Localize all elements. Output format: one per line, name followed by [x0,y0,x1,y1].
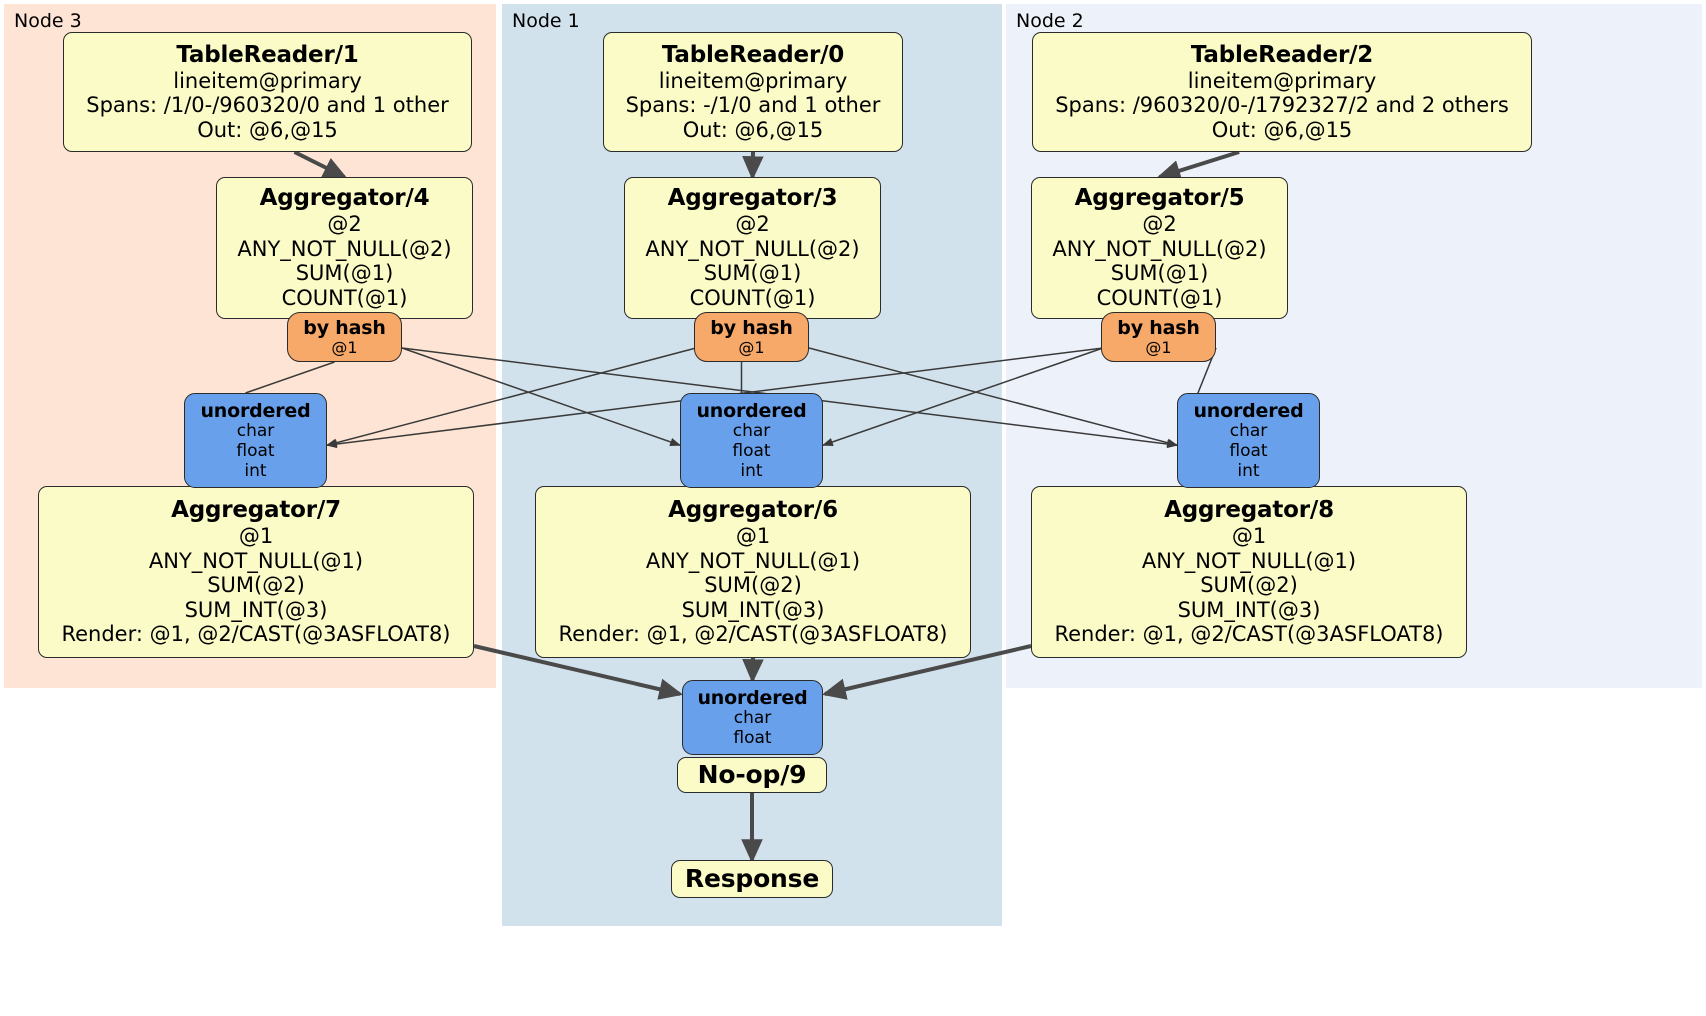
node-detail-line: ANY_NOT_NULL(@2) [645,236,860,261]
node-title: TableReader/0 [661,41,845,68]
node-title: unordered [696,399,807,422]
node-detail-line: char [1229,420,1268,441]
node-detail-line: ANY_NOT_NULL(@1) [148,548,364,573]
node-detail-line: Spans: /1/0-/960320/0 and 1 other [86,93,449,118]
node-detail-line: @2 [735,212,770,237]
node-detail-line: SUM(@2) [207,573,305,598]
node-detail-line: SUM_INT(@3) [1177,597,1321,622]
node-detail-line: @2 [1142,212,1177,237]
node-detail-line: Out: @6,@15 [1211,117,1353,142]
node-detail-line: ANY_NOT_NULL(@1) [1141,548,1357,573]
node-detail-line: @1 [735,524,771,549]
node-detail-line: Out: @6,@15 [682,117,824,142]
node-title: by hash [710,316,793,339]
node-title: Aggregator/3 [667,185,838,212]
node-detail-line: @1 [738,337,765,357]
node-title: No-op/9 [697,760,807,790]
node-detail-line: SUM(@1) [295,261,394,286]
node-detail-line: lineitem@primary [1187,68,1377,93]
node-detail-line: @1 [1231,524,1267,549]
node-title: unordered [1193,399,1304,422]
node-detail-line: SUM_INT(@3) [184,597,328,622]
node-detail-line: lineitem@primary [173,68,362,93]
node-detail-line: SUM(@2) [1200,573,1298,598]
node-detail-line: COUNT(@1) [281,286,408,311]
node-title: Aggregator/5 [1074,185,1245,212]
node-detail-line: SUM_INT(@3) [681,597,825,622]
node-title: TableReader/1 [176,41,359,68]
node-title: by hash [303,316,386,339]
node-title: Response [684,864,820,894]
cluster-label-node1: Node 1 [512,10,580,32]
cluster-label-node3: Node 3 [14,10,82,32]
node-detail-line: Render: @1, @2/CAST(@3ASFLOAT8) [558,622,948,647]
node-detail-line: float [236,440,275,461]
node-detail-line: @1 [238,524,274,549]
node-title: Aggregator/7 [171,497,341,524]
node-hash3[interactable]: by hash@1 [694,312,809,362]
node-detail-line: lineitem@primary [658,68,848,93]
node-hash4[interactable]: by hash@1 [287,312,402,362]
node-title: unordered [697,686,808,709]
node-detail-line: COUNT(@1) [1096,286,1223,311]
node-detail-line: COUNT(@1) [689,286,816,311]
node-detail-line: Spans: -/1/0 and 1 other [625,93,881,118]
node-detail-line: ANY_NOT_NULL(@2) [237,236,452,261]
node-detail-line: Render: @1, @2/CAST(@3ASFLOAT8) [61,622,451,647]
node-detail-line: float [733,727,772,748]
node-hash5[interactable]: by hash@1 [1101,312,1216,362]
node-title: unordered [200,399,311,422]
node-resp[interactable]: Response [671,860,833,898]
cluster-label-node2: Node 2 [1016,10,1084,32]
node-detail-line: float [1229,440,1268,461]
node-detail-line: @1 [1145,337,1172,357]
node-title: Aggregator/4 [259,185,430,212]
node-detail-line: char [733,707,772,728]
node-title: by hash [1117,316,1200,339]
node-detail-line: SUM(@2) [704,573,802,598]
node-detail-line: int [1237,460,1260,481]
node-detail-line: char [236,420,275,441]
node-detail-line: int [244,460,267,481]
node-detail-line: ANY_NOT_NULL(@1) [645,548,861,573]
node-detail-line: SUM(@1) [1110,261,1209,286]
node-noop9[interactable]: No-op/9 [677,757,827,793]
node-title: TableReader/2 [1190,41,1374,68]
node-detail-line: float [732,440,771,461]
node-detail-line: int [740,460,763,481]
node-detail-line: @1 [331,337,358,357]
node-detail-line: Out: @6,@15 [197,117,338,142]
node-detail-line: char [732,420,771,441]
node-detail-line: ANY_NOT_NULL(@2) [1052,236,1267,261]
node-title: Aggregator/8 [1164,497,1334,524]
node-title: Aggregator/6 [668,497,838,524]
node-detail-line: Render: @1, @2/CAST(@3ASFLOAT8) [1054,622,1444,647]
node-detail-line: SUM(@1) [703,261,802,286]
node-detail-line: @2 [327,212,362,237]
node-detail-line: Spans: /960320/0-/1792327/2 and 2 others [1055,93,1509,118]
